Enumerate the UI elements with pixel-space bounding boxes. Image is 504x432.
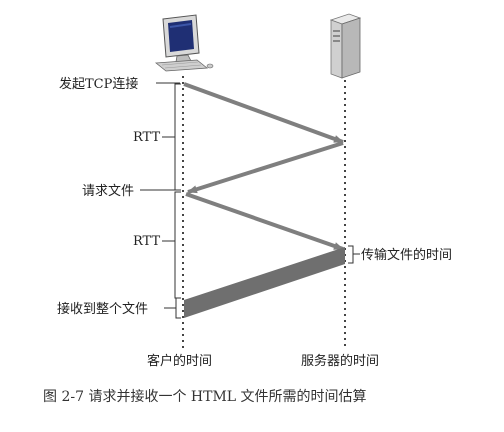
rtt-label-1: RTT bbox=[133, 130, 160, 145]
server-tower-icon bbox=[329, 13, 362, 79]
figure-caption: 图 2-7 请求并接收一个 HTML 文件所需的时间估算 bbox=[43, 388, 367, 405]
request-file-label: 请求文件 bbox=[82, 184, 134, 199]
receive-bracket bbox=[175, 297, 181, 319]
syn-arrow bbox=[183, 82, 344, 144]
desktop-computer-icon bbox=[154, 14, 214, 72]
transmit-time-label: 传输文件的时间 bbox=[361, 247, 452, 263]
start-tcp-label: 发起TCP连接 bbox=[59, 76, 138, 92]
synack-arrow bbox=[187, 141, 344, 194]
rtt-bracket-1 bbox=[174, 83, 181, 191]
transmit-bracket bbox=[348, 245, 354, 264]
client-time-label: 客户的时间 bbox=[147, 353, 212, 369]
receive-file-label: 接收到整个文件 bbox=[57, 301, 148, 317]
server-time-label: 服务器的时间 bbox=[301, 353, 379, 369]
rtt-label-2: RTT bbox=[133, 234, 160, 249]
file-transfer-block bbox=[184, 247, 345, 318]
request-arrow bbox=[185, 192, 344, 251]
rtt-bracket-2 bbox=[174, 191, 181, 299]
